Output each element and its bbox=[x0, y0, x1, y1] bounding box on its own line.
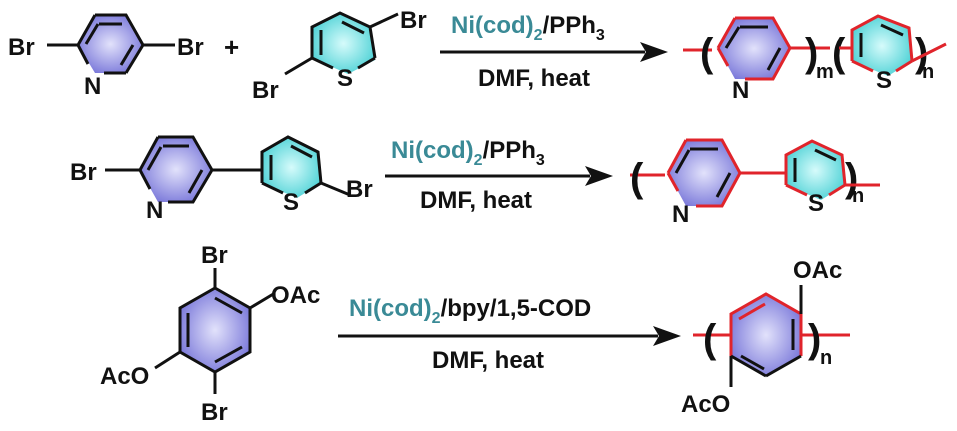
diacetoxy-dibromobenzene-monomer: Br OAc AcO Br bbox=[100, 242, 320, 426]
repeat-index-m: m bbox=[816, 61, 834, 83]
aco-label: AcO bbox=[681, 391, 730, 418]
br-label: Br bbox=[177, 34, 204, 61]
nitrogen-label: N bbox=[732, 77, 749, 104]
condition-label: DMF, heat bbox=[432, 347, 544, 374]
reagent-label: Ni(cod)2/PPh3 bbox=[451, 12, 605, 44]
bracket-open: ( bbox=[700, 31, 714, 75]
bracket-close: ) bbox=[805, 31, 818, 75]
condition-label: DMF, heat bbox=[478, 65, 590, 92]
br-label: Br bbox=[201, 242, 228, 269]
plus-sign: + bbox=[224, 32, 239, 62]
reaction-2: Br N S Br Ni(cod)2/PPh3 DMF, heat ( bbox=[70, 135, 880, 228]
repeat-index-n: n bbox=[852, 185, 864, 207]
bracket-open: ( bbox=[630, 156, 644, 200]
sulfur-label: S bbox=[808, 190, 824, 217]
br-label: Br bbox=[400, 7, 427, 34]
sulfur-label: S bbox=[337, 65, 353, 92]
alternating-copolymer-product: ( N S ) n bbox=[630, 138, 880, 228]
br-label: Br bbox=[201, 399, 228, 426]
bracket-close: ) bbox=[845, 156, 858, 200]
br-label: Br bbox=[70, 159, 97, 186]
bracket-close: ) bbox=[915, 31, 928, 75]
repeat-index-n: n bbox=[820, 347, 832, 369]
copolymer-product: ( N ) m ( S ) n bbox=[683, 14, 947, 104]
reaction-arrow-2 bbox=[385, 166, 613, 186]
reagent-label: Ni(cod)2/bpy/1,5-COD bbox=[349, 295, 591, 327]
oac-label: OAc bbox=[793, 257, 842, 284]
br-label: Br bbox=[346, 176, 373, 203]
dibromopyridine-monomer: Br N Br bbox=[8, 13, 204, 100]
reaction-3: Br OAc AcO Br Ni(cod)2/bpy/1,5-COD DMF, … bbox=[100, 242, 850, 426]
nitrogen-label: N bbox=[84, 73, 101, 100]
reaction-1: Br N Br + S Br Br Ni(cod)2/PPh3 DMF, he bbox=[8, 7, 947, 104]
polyphenylene-product: ( OAc AcO ) n bbox=[681, 257, 850, 418]
condition-label: DMF, heat bbox=[420, 187, 532, 214]
bracket-open: ( bbox=[832, 31, 846, 75]
nitrogen-label: N bbox=[146, 197, 163, 224]
bromopyridyl-bromothiophene-monomer: Br N S Br bbox=[70, 135, 373, 224]
nitrogen-label: N bbox=[672, 201, 689, 228]
dibromothiophene-monomer: S Br Br bbox=[252, 7, 427, 104]
repeat-index-n: n bbox=[922, 61, 934, 83]
reaction-arrow-1 bbox=[440, 42, 668, 62]
oac-label: OAc bbox=[271, 282, 320, 309]
reaction-arrow-3 bbox=[338, 326, 681, 346]
br-label: Br bbox=[8, 34, 35, 61]
reagent-label: Ni(cod)2/PPh3 bbox=[391, 137, 545, 169]
aco-label: AcO bbox=[100, 363, 149, 390]
sulfur-label: S bbox=[876, 67, 892, 94]
bracket-open: ( bbox=[703, 317, 717, 361]
bracket-close: ) bbox=[808, 317, 821, 361]
br-label: Br bbox=[252, 77, 279, 104]
sulfur-label: S bbox=[283, 189, 299, 216]
